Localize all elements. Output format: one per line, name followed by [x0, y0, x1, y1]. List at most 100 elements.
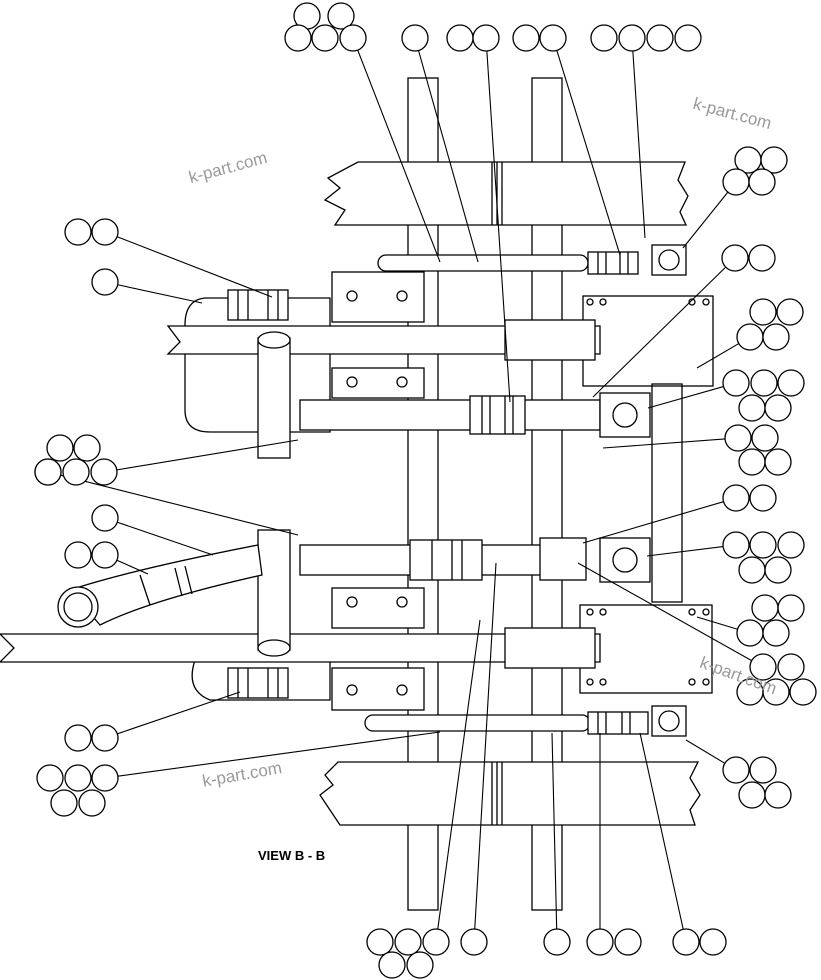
leader-line	[696, 343, 740, 369]
callout-bubble	[401, 24, 429, 52]
elbow-pipe	[68, 544, 263, 626]
leader-line	[647, 386, 724, 409]
lower-coupling	[539, 537, 587, 581]
callout-bubble	[789, 678, 817, 706]
lower-beam	[0, 633, 601, 663]
callout-bubble	[699, 928, 727, 956]
leader-line	[417, 50, 479, 263]
leader-line	[577, 562, 752, 662]
callout-bubble	[618, 24, 646, 52]
callout-bubble	[90, 458, 118, 486]
view-label: VIEW B - B	[258, 848, 326, 863]
callout-bubble	[748, 168, 776, 196]
callout-bubble	[777, 369, 805, 397]
callout-bubble	[722, 168, 750, 196]
callout-bubble	[36, 764, 64, 792]
main-pipe-upper	[299, 399, 601, 431]
callout-bubble	[62, 458, 90, 486]
upper-cross-member	[323, 161, 689, 226]
mount-block	[331, 271, 425, 323]
leader-line	[474, 562, 497, 930]
callout-bubble	[749, 531, 777, 559]
callout-bubble	[394, 928, 422, 956]
callout-bubble	[406, 951, 434, 979]
callout-bubble	[722, 369, 750, 397]
callout-bubble	[764, 448, 792, 476]
callout-bubble	[764, 781, 792, 809]
callout-bubble	[751, 594, 779, 622]
leader-line	[602, 438, 726, 449]
callout-bubble	[721, 244, 749, 272]
callout-bubble	[749, 484, 777, 512]
callout-bubble	[512, 24, 540, 52]
leader-line	[357, 49, 441, 263]
callout-bubble	[539, 24, 567, 52]
bracket-plate	[579, 604, 713, 694]
callout-bubble	[378, 951, 406, 979]
callout-bubble	[750, 369, 778, 397]
callout-bubble	[34, 458, 62, 486]
callout-bubble	[762, 678, 790, 706]
callout-bubble	[91, 504, 119, 532]
callout-bubble	[764, 394, 792, 422]
leader-line	[117, 521, 214, 556]
callout-bubble	[91, 268, 119, 296]
lower-cross-member	[319, 761, 701, 826]
leader-line	[117, 731, 441, 777]
leader-line	[592, 266, 727, 398]
mount-block	[331, 367, 425, 399]
callout-bubble	[366, 928, 394, 956]
callout-bubble	[586, 928, 614, 956]
callout-bubble	[284, 24, 312, 52]
callout-bubble	[472, 24, 500, 52]
upper-line	[377, 254, 589, 272]
mount-block	[331, 667, 425, 711]
callout-bubble	[751, 424, 779, 452]
callout-bubble	[748, 244, 776, 272]
callout-bubble	[460, 928, 488, 956]
leader-line	[486, 50, 511, 403]
callout-bubble	[91, 724, 119, 752]
callout-bubble	[91, 541, 119, 569]
callout-bubble	[749, 756, 777, 784]
callout-bubble	[777, 594, 805, 622]
leader-line	[437, 619, 481, 930]
callout-bubble	[762, 323, 790, 351]
callout-bubble	[736, 619, 764, 647]
callout-bubble	[722, 531, 750, 559]
callout-bubble	[777, 653, 805, 681]
callout-bubble	[674, 24, 702, 52]
callout-bubble	[311, 24, 339, 52]
leader-line	[682, 191, 729, 249]
callout-bubble	[73, 434, 101, 462]
callout-bubble	[736, 678, 764, 706]
leader-line	[116, 236, 273, 298]
callout-bubble	[422, 928, 450, 956]
callout-bubble	[64, 218, 92, 246]
leader-line	[117, 691, 241, 735]
callout-bubble	[722, 484, 750, 512]
callout-bubble	[764, 556, 792, 584]
lower-line	[364, 714, 591, 732]
leader-line	[556, 50, 621, 256]
callout-bubble	[722, 756, 750, 784]
leader-line	[696, 616, 738, 630]
vertical-tube-lower	[257, 529, 291, 651]
callout-bubble	[50, 789, 78, 817]
callout-bubble	[78, 789, 106, 817]
callout-bubble	[46, 434, 74, 462]
callout-bubble	[738, 448, 766, 476]
callout-bubble	[91, 764, 119, 792]
callout-bubble	[776, 298, 804, 326]
callout-bubble	[738, 394, 766, 422]
callout-bubble	[91, 218, 119, 246]
callout-bubble	[738, 556, 766, 584]
callout-bubble	[590, 24, 618, 52]
callout-bubble	[762, 619, 790, 647]
leader-line	[551, 732, 558, 930]
bracket-plate	[582, 295, 714, 387]
leader-line	[632, 50, 646, 239]
callout-bubble	[543, 928, 571, 956]
